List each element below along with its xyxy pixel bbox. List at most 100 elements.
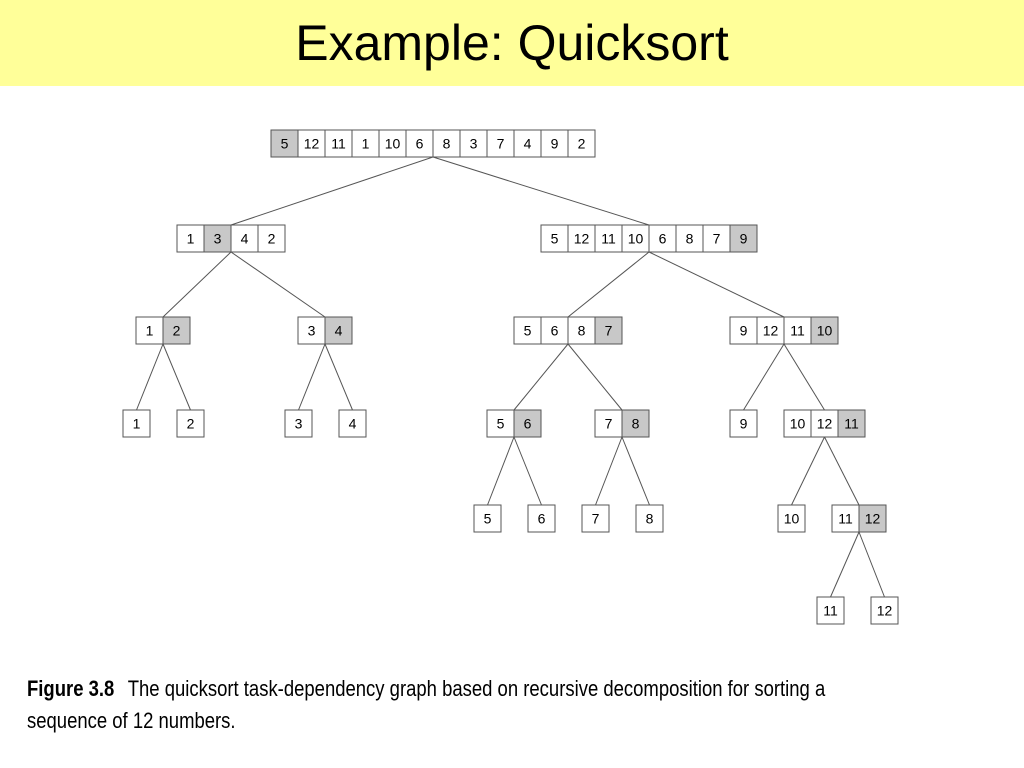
cell-value: 5 [497,416,505,432]
cell-value: 9 [740,416,748,432]
array-cell [540,316,569,345]
cell-value: 7 [605,323,613,339]
array-cell [513,316,542,345]
cell-value: 1 [187,231,195,247]
tree-edge-n11-n16 [513,436,542,506]
array-cell [635,504,664,533]
cell-value: 8 [646,511,654,527]
array-cell [567,129,596,158]
array-cell [405,129,434,158]
cell-value: 4 [524,136,532,152]
cell-value: 10 [628,231,644,247]
cell-value: 2 [187,416,195,432]
cell-value: 8 [443,136,451,152]
array-cell [351,129,380,158]
array-cell [581,504,610,533]
tree-edge-n20-n21 [830,531,860,598]
cell-value: 11 [823,603,838,619]
array-cell [176,409,205,438]
cell-value: 10 [817,323,833,339]
cell-value: 12 [574,231,590,247]
array-node-n20: 11 12 [831,504,887,533]
array-node-n9: 3 [284,409,313,438]
array-node-n22: 12 [870,596,899,625]
cell-value: 6 [524,416,532,432]
array-node-n21: 11 [816,596,845,625]
figure-label: Figure 3.8 [27,676,115,701]
cell-value: 3 [470,136,478,152]
caption-text-2: sequence of 12 numbers. [27,708,236,733]
cell-value: 7 [713,231,721,247]
cell-value: 6 [538,511,546,527]
array-cell [567,224,596,253]
pivot-cell [203,224,232,253]
tree-edge-n3-n7 [136,343,164,411]
cell-value: 5 [281,136,289,152]
cell-value: 12 [817,416,833,432]
tree-edge-n20-n22 [858,531,885,598]
cell-value: 11 [838,511,853,527]
cell-value: 10 [385,136,401,152]
tree-edge-n4-n9 [298,343,326,411]
tree-edge-n5-n11 [513,343,569,411]
pivot-cell [270,129,299,158]
cell-value: 8 [632,416,640,432]
tree-edge-n2-n6 [648,251,785,318]
array-node-n18: 8 [635,504,664,533]
cell-value: 1 [362,136,370,152]
tree-edge-n1-n3 [162,251,232,318]
array-cell [338,409,367,438]
array-cell [567,316,596,345]
array-cell [486,129,515,158]
array-cell [810,409,839,438]
cell-value: 12 [877,603,893,619]
cell-value: 2 [578,136,586,152]
cell-value: 2 [173,323,181,339]
array-cell [432,129,461,158]
cell-value: 12 [865,511,881,527]
cell-value: 7 [592,511,600,527]
cell-value: 11 [331,136,346,152]
array-cell [777,504,806,533]
pivot-cell [513,409,542,438]
tree-edge-n4-n10 [324,343,353,411]
array-cell [176,224,205,253]
cell-value: 4 [349,416,357,432]
cell-value: 10 [784,511,800,527]
cell-value: 10 [790,416,806,432]
array-cell [729,409,758,438]
array-cell [527,504,556,533]
cell-value: 7 [605,416,613,432]
array-cell [257,224,286,253]
cell-value: 12 [763,323,779,339]
cell-value: 5 [484,511,492,527]
cell-value: 6 [659,231,667,247]
cell-value: 3 [295,416,303,432]
cell-value: 8 [578,323,586,339]
tree-edges [136,156,885,598]
cell-value: 3 [214,231,222,247]
tree-edge-n12-n17 [595,436,623,506]
array-cell [459,129,488,158]
array-cell [297,316,326,345]
array-cell [870,596,899,625]
pivot-cell [729,224,758,253]
tree-edge-n6-n13 [743,343,785,411]
array-node-n16: 6 [527,504,556,533]
cell-value: 11 [790,323,805,339]
tree-edge-n14-n20 [824,436,860,506]
tree-edge-n6-n14 [783,343,825,411]
array-cell [540,129,569,158]
array-cell [816,596,845,625]
